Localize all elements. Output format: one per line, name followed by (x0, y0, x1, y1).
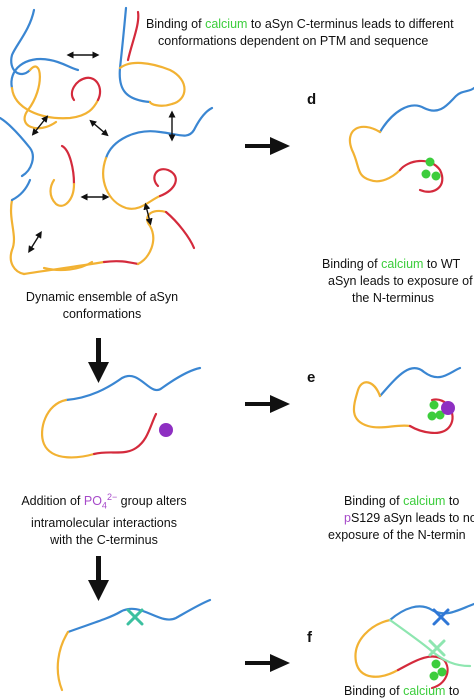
phosphate-dot-icon (441, 401, 455, 415)
ensemble-molecule-5 (0, 116, 76, 207)
cross-mark-icon (428, 639, 446, 657)
panel-e-molecule (352, 366, 462, 434)
calcium-dot-icon (437, 667, 447, 677)
double-arrow-icon (28, 51, 176, 253)
panel-letter-d: d (307, 91, 317, 108)
blocked-molecule (56, 598, 212, 692)
panel-letter-f: f (307, 629, 312, 646)
cross-mark-icon (126, 608, 144, 626)
calcium-dot-icon (425, 157, 435, 167)
caption-po4: Addition of PO42− group alters intramole… (21, 492, 187, 547)
ensemble-molecule-6 (102, 106, 214, 210)
arrow-right-icon (245, 395, 290, 413)
calcium-dot-icon (429, 671, 439, 681)
arrow-down-icon (88, 556, 109, 601)
calcium-dot-icon (431, 659, 441, 669)
caption-f: Binding of calcium to (344, 684, 460, 698)
ensemble-molecule-7 (9, 178, 196, 276)
calcium-dot-icon (429, 400, 439, 410)
phosphate-dot-icon (159, 423, 173, 437)
phospho-molecule (40, 366, 202, 459)
ensemble-molecule-4 (126, 10, 140, 62)
arrow-down-icon (88, 338, 109, 383)
cross-mark-icon (432, 608, 450, 626)
caption-top-right: Binding of calcium to aSyn C-terminus le… (146, 17, 454, 48)
arrow-right-icon (245, 654, 290, 672)
caption-d: Binding of calcium to WT aSyn leads to e… (322, 257, 473, 305)
calcium-dot-icon (421, 169, 431, 179)
calcium-dot-icon (431, 171, 441, 181)
caption-e: Binding of calcium to pS129 aSyn leads t… (328, 494, 474, 542)
ensemble-molecule-2 (10, 57, 102, 120)
ensemble-molecule-1 (10, 8, 58, 130)
calcium-dot-icon (427, 411, 437, 421)
caption-ensemble: Dynamic ensemble of aSyn conformations (25, 290, 179, 321)
calcium-dot-icon (435, 410, 445, 420)
panel-f-molecule (354, 602, 474, 690)
conformation-ensemble (0, 6, 214, 276)
ensemble-molecule-3 (118, 6, 186, 107)
panel-letter-e: e (307, 369, 316, 386)
panel-d-molecule (348, 86, 474, 193)
arrow-right-icon (245, 137, 290, 155)
